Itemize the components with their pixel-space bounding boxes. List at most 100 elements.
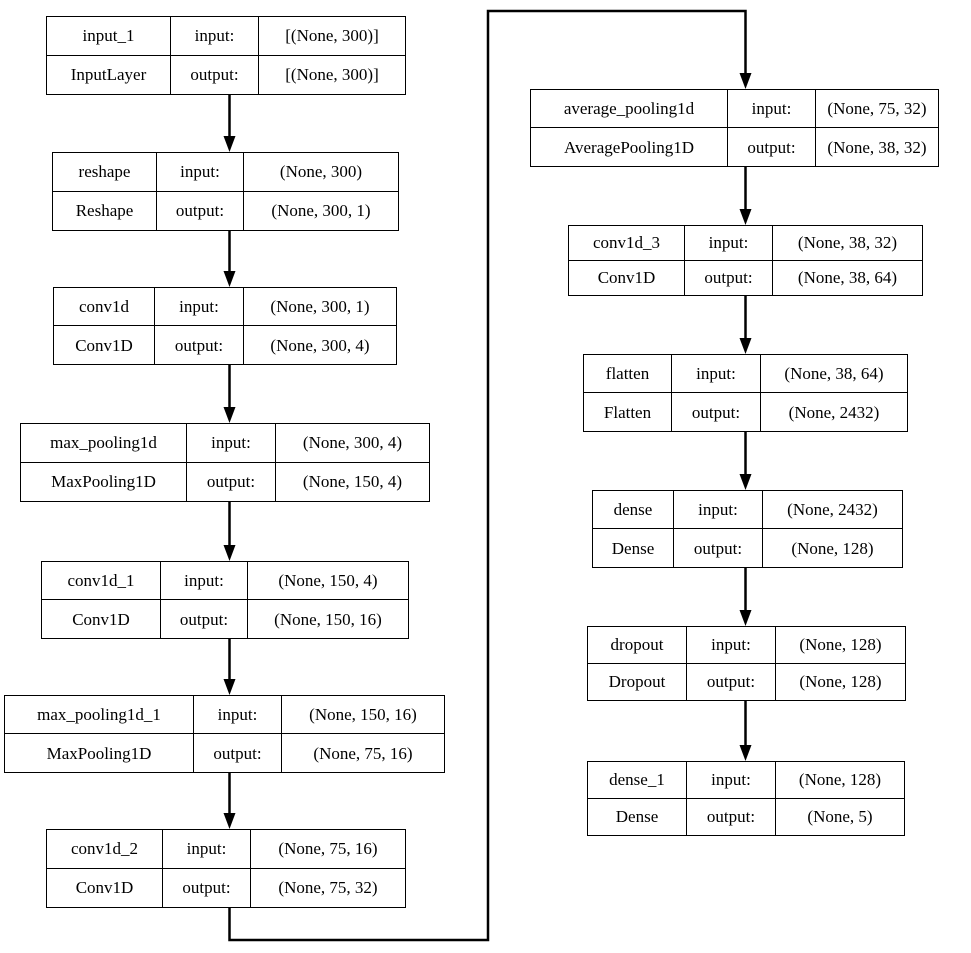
output-label: output:: [155, 326, 244, 364]
output-label: output:: [163, 868, 251, 907]
arrowhead-icon: [739, 73, 752, 89]
input-shape: (None, 128): [776, 627, 905, 664]
arrowhead-icon: [739, 745, 752, 761]
layer-type: InputLayer: [47, 55, 171, 94]
arrowhead-icon: [223, 271, 236, 287]
input-label: input:: [685, 226, 773, 261]
layer-name: dropout: [588, 627, 687, 664]
input-shape: (None, 300, 1): [244, 288, 396, 326]
layer-type: Conv1D: [47, 868, 163, 907]
output-shape: (None, 150, 16): [274, 609, 382, 629]
output-shape: (None, 300, 4): [270, 335, 370, 355]
input-label: input:: [155, 288, 244, 326]
output-shape: (None, 75, 16): [313, 743, 413, 763]
arrowhead-icon: [739, 209, 752, 225]
input-shape: (None, 150, 4): [248, 562, 408, 600]
output-shape: (None, 128): [799, 672, 882, 692]
arrowhead-icon: [739, 610, 752, 626]
layer-name: max_pooling1d: [21, 424, 187, 463]
input-shape: (None, 128): [776, 762, 904, 799]
output-label: output:: [685, 260, 773, 295]
input-shape: (None, 2432): [763, 491, 902, 529]
output-shape: (None, 38, 64): [797, 268, 898, 288]
layer-name: conv1d_2: [47, 830, 163, 869]
arrowhead-icon: [223, 679, 236, 695]
output-shape: (None, 75, 32): [278, 878, 378, 898]
output-label: output:: [157, 191, 244, 230]
input-label: input:: [163, 830, 251, 869]
layer-type: Flatten: [584, 393, 672, 431]
output-shape: (None, 150, 4): [302, 472, 403, 492]
input-shape: (None, 300, 4): [276, 424, 429, 463]
output-shape: (None, 300, 1): [271, 201, 371, 221]
arrowhead-icon: [223, 407, 236, 423]
layer-type: Dropout: [588, 663, 687, 700]
input-shape: [(None, 300)]: [259, 17, 405, 56]
arrowhead-icon: [223, 136, 236, 152]
layer-name: dense: [593, 491, 674, 529]
layer-type: Conv1D: [42, 600, 161, 638]
input-shape: (None, 38, 64): [761, 355, 907, 393]
layer-type: MaxPooling1D: [5, 734, 194, 772]
layer-type: MaxPooling1D: [21, 462, 187, 501]
layer-name: conv1d: [54, 288, 155, 326]
layer-type: Conv1D: [54, 326, 155, 364]
layer-type: Conv1D: [569, 260, 685, 295]
output-label: output:: [171, 55, 259, 94]
output-shape: (None, 5): [807, 807, 873, 827]
arrowhead-icon: [739, 338, 752, 354]
layer-type: Reshape: [53, 191, 157, 230]
input-shape: (None, 75, 32): [816, 90, 938, 128]
layer-name: average_pooling1d: [531, 90, 728, 128]
input-shape: (None, 150, 16): [282, 696, 444, 734]
layer-name: conv1d_3: [569, 226, 685, 261]
arrowhead-icon: [739, 474, 752, 490]
input-label: input:: [687, 762, 776, 799]
output-label: output:: [194, 734, 282, 772]
input-shape: (None, 300): [244, 153, 398, 192]
output-label: output:: [674, 529, 763, 567]
layer-type: Dense: [593, 529, 674, 567]
input-shape: (None, 75, 16): [251, 830, 405, 869]
layer-name: conv1d_1: [42, 562, 161, 600]
layer-type: AveragePooling1D: [531, 128, 728, 166]
edge-conv1d-2-to-average-pooling1d: [228, 9, 747, 942]
output-label: output:: [672, 393, 761, 431]
output-shape: (None, 2432): [788, 402, 880, 422]
output-shape: (None, 38, 32): [827, 137, 927, 157]
input-label: input:: [728, 90, 816, 128]
output-shape: (None, 128): [791, 538, 874, 558]
input-label: input:: [194, 696, 282, 734]
layer-name: dense_1: [588, 762, 687, 799]
input-label: input:: [161, 562, 248, 600]
arrowhead-icon: [223, 813, 236, 829]
output-shape: [(None, 300)]: [285, 65, 379, 85]
input-label: input:: [171, 17, 259, 56]
arrowhead-icon: [223, 545, 236, 561]
output-label: output:: [161, 600, 248, 638]
layer-name: flatten: [584, 355, 672, 393]
input-shape: (None, 38, 32): [773, 226, 922, 261]
layer-name: reshape: [53, 153, 157, 192]
input-label: input:: [687, 627, 776, 664]
output-label: output:: [728, 128, 816, 166]
layer-name: input_1: [47, 17, 171, 56]
output-label: output:: [687, 798, 776, 835]
output-label: output:: [187, 462, 276, 501]
output-label: output:: [687, 663, 776, 700]
input-label: input:: [157, 153, 244, 192]
